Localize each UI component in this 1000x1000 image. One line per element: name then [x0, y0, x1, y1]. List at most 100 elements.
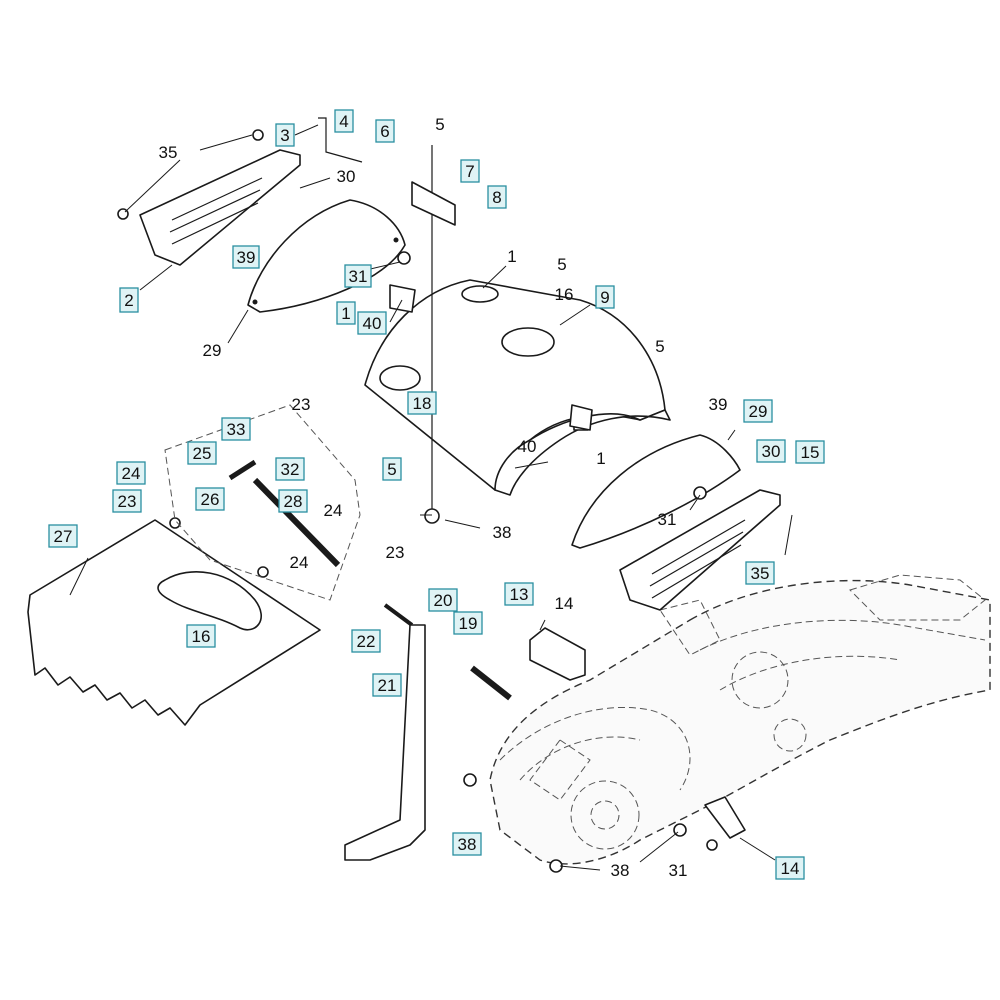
callout-1-left: 1: [336, 301, 356, 325]
svg-text:28: 28: [284, 492, 303, 511]
svg-text:4: 4: [339, 112, 348, 131]
svg-text:31: 31: [669, 861, 688, 880]
svg-text:16: 16: [192, 627, 211, 646]
svg-text:29: 29: [749, 402, 768, 421]
svg-text:24: 24: [290, 553, 309, 572]
svg-text:30: 30: [762, 442, 781, 461]
svg-text:21: 21: [378, 676, 397, 695]
callout-2: 2: [119, 287, 139, 313]
callout-1-top: 1: [507, 247, 516, 266]
callout-24-mid: 24: [324, 501, 343, 520]
svg-text:1: 1: [507, 247, 516, 266]
callout-18: 18: [407, 391, 437, 415]
svg-text:29: 29: [203, 341, 222, 360]
callout-13: 13: [504, 582, 534, 606]
svg-text:33: 33: [227, 420, 246, 439]
svg-text:35: 35: [751, 564, 770, 583]
svg-text:39: 39: [237, 248, 256, 267]
tine-shield: [364, 279, 671, 496]
callout-7: 7: [460, 159, 480, 183]
callout-26: 26: [195, 487, 225, 511]
callout-4: 4: [334, 109, 354, 133]
callout-5-lower: 5: [382, 457, 402, 481]
svg-text:30: 30: [337, 167, 356, 186]
svg-text:24: 24: [122, 464, 141, 483]
svg-text:2: 2: [124, 291, 133, 310]
callout-15: 15: [795, 440, 825, 464]
callout-1-mid: 1: [596, 449, 605, 468]
svg-text:22: 22: [357, 632, 376, 651]
callout-5-top: 5: [435, 115, 444, 134]
callout-35-right: 35: [745, 561, 775, 585]
svg-text:26: 26: [201, 490, 220, 509]
leader-lines: [69, 124, 793, 871]
svg-text:18: 18: [413, 394, 432, 413]
callout-38-bottom: 38: [611, 861, 630, 880]
svg-text:27: 27: [54, 527, 73, 546]
callout-6: 6: [375, 119, 395, 143]
callout-29-right: 29: [743, 399, 773, 423]
svg-text:38: 38: [493, 523, 512, 542]
callout-23-left: 23: [112, 489, 142, 513]
callout-40-top: 40: [357, 311, 387, 335]
callout-19: 19: [453, 611, 483, 635]
callout-14-top: 14: [555, 594, 574, 613]
svg-text:23: 23: [118, 492, 137, 511]
callout-14-bottom: 14: [775, 856, 805, 880]
callout-29-left: 29: [203, 341, 222, 360]
callout-16-bottom: 16: [186, 624, 216, 648]
left-cover-plate: [247, 199, 406, 313]
callout-3: 3: [275, 123, 295, 147]
callout-39-top: 39: [232, 245, 260, 269]
callout-28: 28: [278, 489, 308, 513]
svg-text:40: 40: [518, 437, 537, 456]
svg-text:31: 31: [658, 510, 677, 529]
callout-5-mid: 5: [655, 337, 664, 356]
callout-25: 25: [187, 441, 217, 465]
svg-text:32: 32: [281, 460, 300, 479]
callout-30-top: 30: [337, 167, 356, 186]
callout-labels: 35 3 4 6 5 30 7 8 39 31 1 5 2 16 9 1 40 …: [48, 109, 825, 880]
callout-16-top: 16: [555, 285, 574, 304]
callout-31-right: 31: [658, 510, 677, 529]
right-side-guard: [619, 489, 781, 611]
svg-text:16: 16: [555, 285, 574, 304]
svg-text:13: 13: [510, 585, 529, 604]
svg-text:8: 8: [492, 188, 501, 207]
svg-text:38: 38: [458, 835, 477, 854]
callout-8: 8: [487, 185, 507, 209]
callout-38-bottom-left: 38: [452, 832, 482, 856]
tiller-body-outline: [489, 574, 991, 865]
callout-24-lower: 24: [290, 553, 309, 572]
svg-text:19: 19: [459, 614, 478, 633]
svg-text:1: 1: [341, 304, 350, 323]
callout-35-top: 35: [159, 143, 178, 162]
svg-text:40: 40: [363, 314, 382, 333]
callout-33: 33: [221, 417, 251, 441]
svg-text:23: 23: [386, 543, 405, 562]
callout-9: 9: [595, 285, 615, 309]
svg-text:7: 7: [465, 162, 474, 181]
svg-text:14: 14: [555, 594, 574, 613]
svg-text:5: 5: [435, 115, 444, 134]
callout-38-mid: 38: [493, 523, 512, 542]
svg-text:5: 5: [387, 460, 396, 479]
callout-5-right: 5: [557, 255, 566, 274]
callout-31-bottom: 31: [669, 861, 688, 880]
svg-text:23: 23: [292, 395, 311, 414]
callout-23-top: 23: [292, 395, 311, 414]
left-side-guard: [117, 129, 301, 266]
callout-23-mid: 23: [386, 543, 405, 562]
svg-text:1: 1: [596, 449, 605, 468]
svg-text:5: 5: [655, 337, 664, 356]
callout-39-right: 39: [709, 395, 728, 414]
callout-22: 22: [351, 629, 381, 653]
svg-text:38: 38: [611, 861, 630, 880]
callout-30-right: 30: [756, 439, 786, 463]
right-cover-plate: [571, 434, 741, 549]
svg-text:9: 9: [600, 288, 609, 307]
svg-text:25: 25: [193, 444, 212, 463]
callout-32: 32: [275, 457, 305, 481]
